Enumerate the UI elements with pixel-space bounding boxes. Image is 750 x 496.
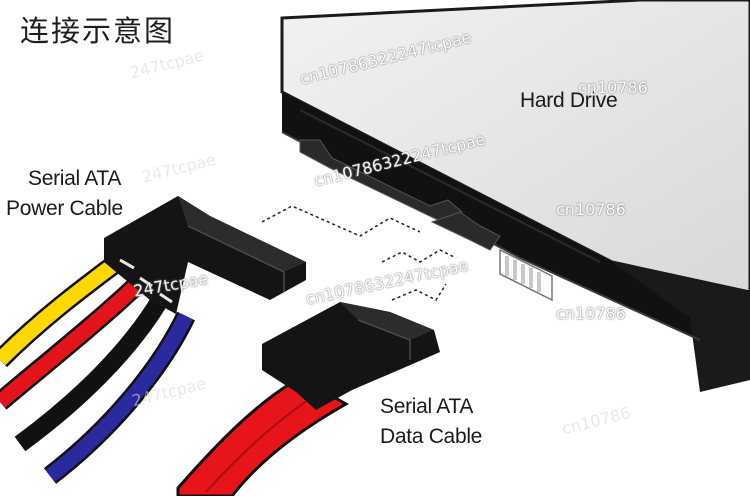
connection-guide-lines — [261, 205, 457, 301]
watermark-text: cn10786 — [556, 200, 626, 219]
hard-drive-front-face — [282, 92, 750, 388]
drive-data-port — [430, 211, 501, 251]
drive-power-port — [299, 139, 463, 223]
watermark-text: cn10786 — [556, 304, 626, 323]
diagram-title: 连接示意图 — [20, 14, 176, 48]
watermark-text: cn10786 — [578, 78, 648, 97]
hard-drive-side-face — [612, 262, 750, 392]
hard-drive — [280, 0, 750, 392]
hard-drive-label: Hard Drive — [520, 89, 618, 112]
data-cable-label-line1: Serial ATA — [380, 395, 474, 418]
jumper-pins — [505, 256, 541, 292]
data-cable-label-line2: Data Cable — [380, 425, 483, 448]
data-cable — [176, 302, 440, 496]
power-cable-label-line1: Serial ATA — [28, 167, 122, 190]
power-cable-label-line2: Power Cable — [6, 197, 123, 220]
power-cable-wires — [0, 252, 196, 484]
wire-black — [14, 295, 168, 452]
power-connector — [104, 196, 306, 314]
